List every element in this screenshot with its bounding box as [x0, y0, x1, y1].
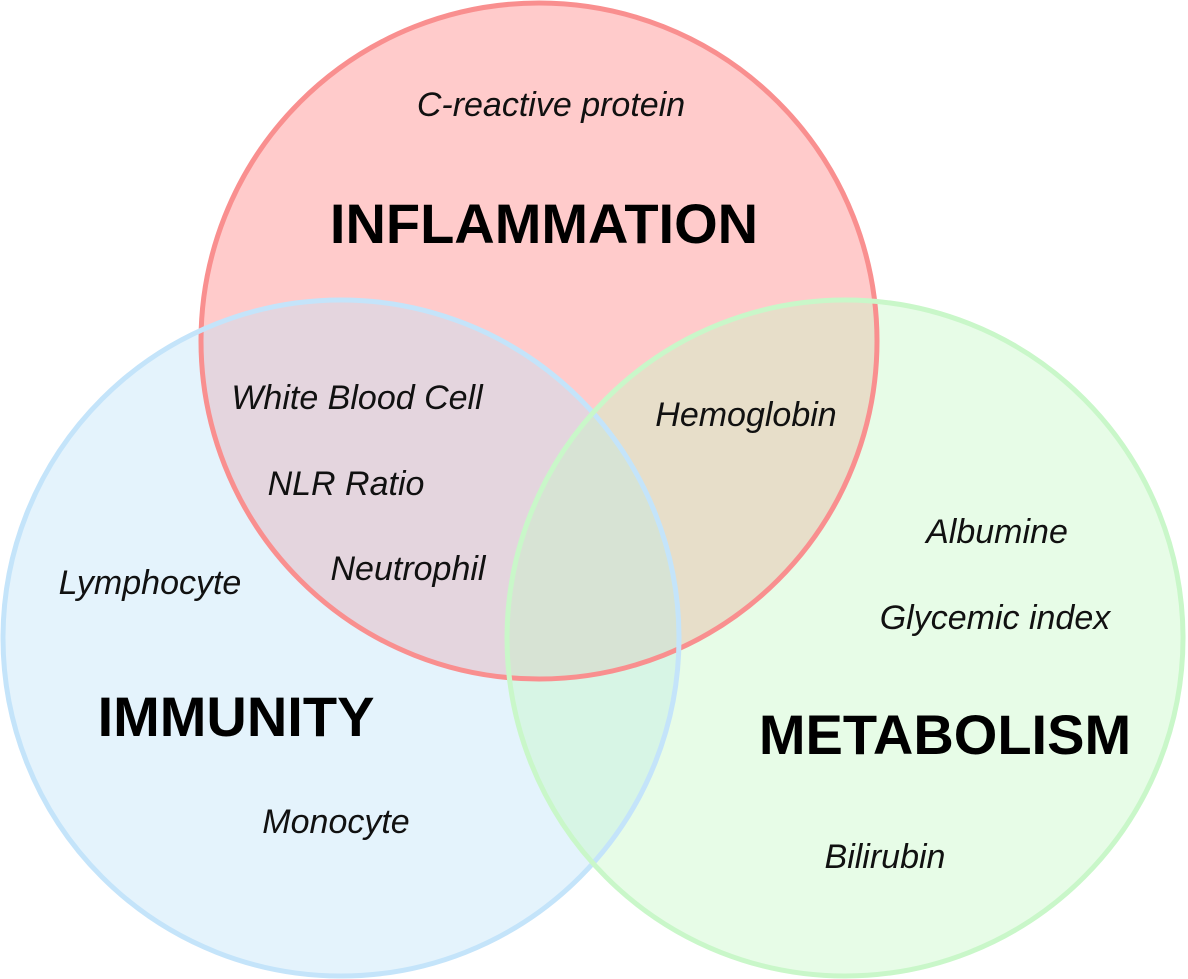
- metabolism-title: METABOLISM: [759, 703, 1131, 766]
- item-bilirubin: Bilirubin: [825, 838, 946, 876]
- inflammation-title: INFLAMMATION: [330, 192, 758, 255]
- item-albumine: Albumine: [924, 513, 1068, 551]
- metabolism-outline: [504, 297, 1186, 979]
- item-white-blood-cell: White Blood Cell: [231, 379, 484, 417]
- item-neutrophil: Neutrophil: [331, 550, 487, 588]
- item-lymphocyte: Lymphocyte: [59, 564, 242, 602]
- immunity-outline: [0, 297, 682, 979]
- inflammation-outline: [198, 0, 880, 682]
- item-hemoglobin: Hemoglobin: [655, 396, 836, 434]
- item-c-reactive-protein: C-reactive protein: [417, 86, 685, 124]
- item-glycemic-index: Glycemic index: [880, 599, 1112, 637]
- inflammation-circle: [201, 3, 877, 679]
- item-nlr-ratio: NLR Ratio: [268, 465, 425, 503]
- immunity-title: IMMUNITY: [98, 685, 375, 748]
- item-monocyte: Monocyte: [262, 803, 409, 841]
- metabolism-circle: [507, 300, 1183, 976]
- immunity-circle: [3, 300, 679, 976]
